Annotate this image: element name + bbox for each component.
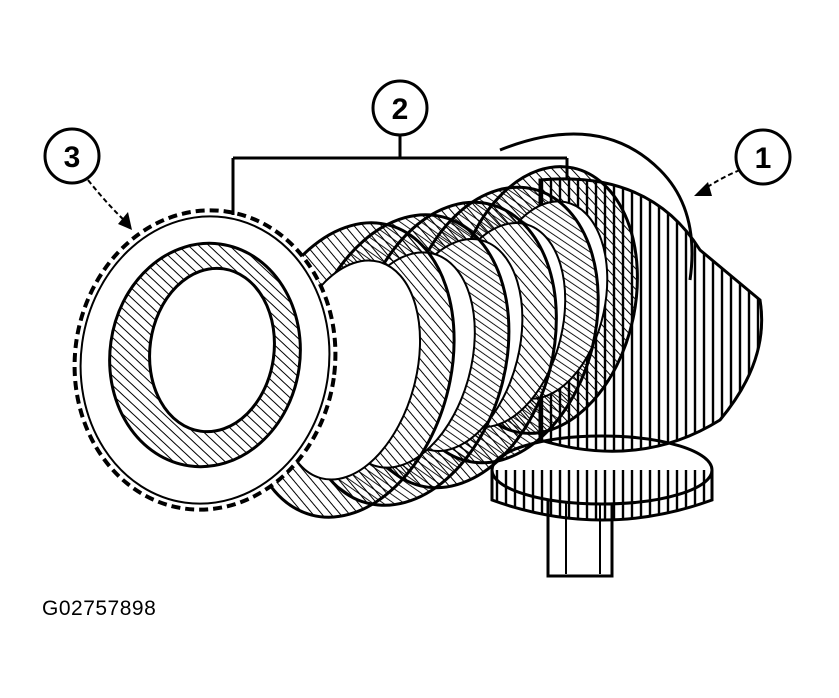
svg-text:1: 1 [755,142,772,175]
front-steel-plate [72,208,338,512]
svg-text:3: 3 [64,141,81,174]
callout-3: 3 [43,127,101,185]
callout-2: 2 [371,79,429,137]
callout-1-leader [694,169,741,196]
callout-2-bracket [231,134,569,215]
callout-3-leader [87,179,132,230]
svg-text:2: 2 [392,93,409,126]
clutch-disc-stack [244,165,639,519]
callout-1: 1 [734,128,792,186]
figure-id-label: G02757898 [42,597,157,620]
